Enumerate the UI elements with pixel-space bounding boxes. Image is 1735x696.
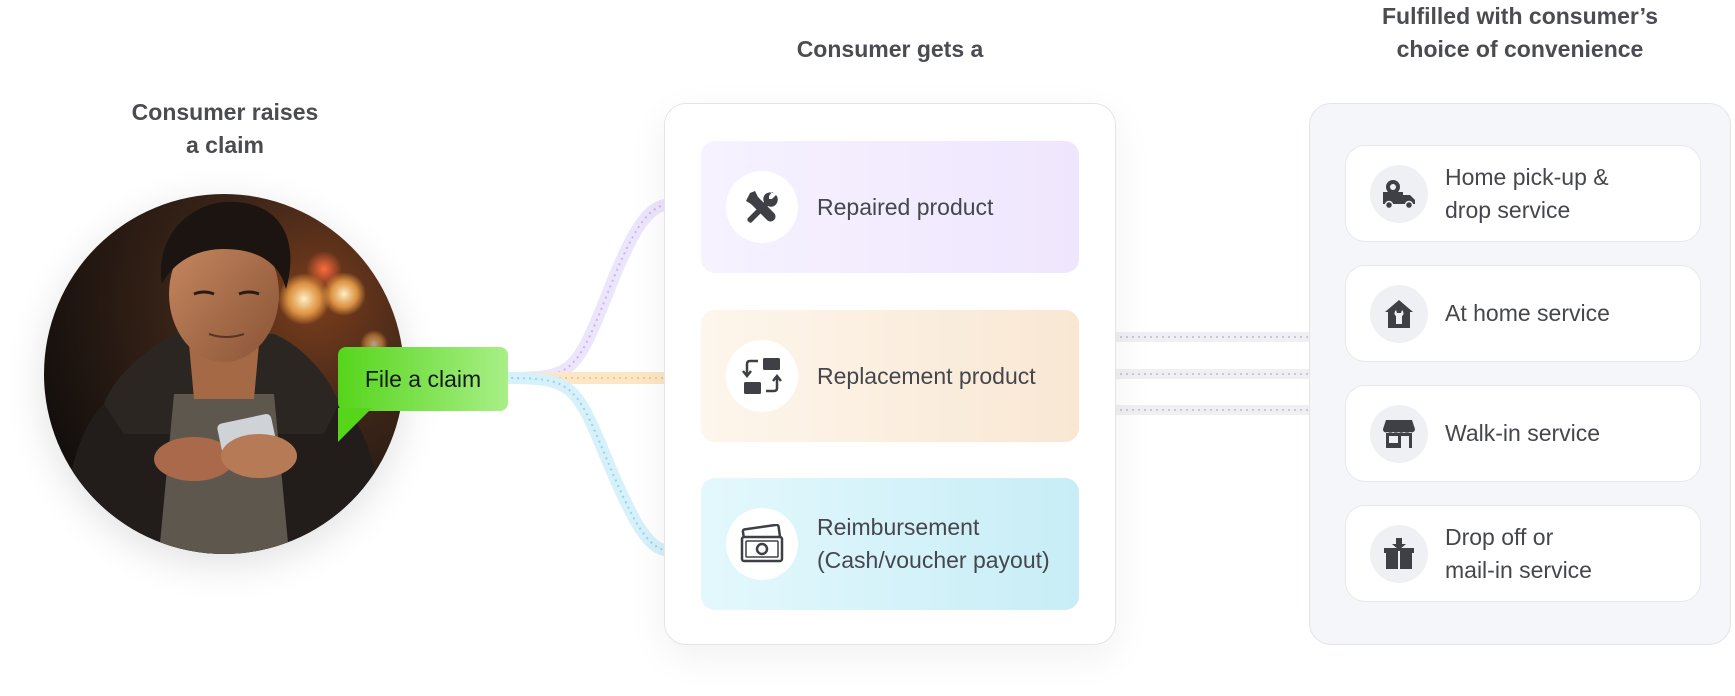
consumer-photo bbox=[44, 194, 404, 554]
outcome-panel: Repaired product Replacement product Rei bbox=[664, 103, 1116, 645]
tools-icon bbox=[726, 171, 798, 243]
outcome-repaired-product: Repaired product bbox=[701, 141, 1079, 273]
connector-repaired bbox=[499, 199, 670, 384]
fulfillment-panel: Home pick-up & drop service At home serv… bbox=[1309, 103, 1731, 645]
outcome-label: Replacement product bbox=[817, 362, 1036, 389]
bubble-tail bbox=[338, 408, 372, 442]
fulfillment-heading: Fulfilled with consumer’s choice of conv… bbox=[1381, 3, 1659, 62]
outcome-label: Repaired product bbox=[817, 193, 994, 220]
option-label: At home service bbox=[1445, 300, 1610, 326]
outcome-replacement-product: Replacement product bbox=[701, 310, 1079, 442]
option-label: Drop off or mail-in service bbox=[1445, 523, 1592, 583]
parcel-box-icon bbox=[1370, 524, 1428, 583]
connector-fulfillment bbox=[1114, 332, 1309, 415]
cash-icon bbox=[726, 508, 798, 580]
outcome-label: Reimbursement (Cash/voucher payout) bbox=[817, 514, 1050, 573]
outcome-reimbursement: Reimbursement (Cash/voucher payout) bbox=[701, 478, 1079, 610]
option-label: Walk-in service bbox=[1445, 420, 1601, 446]
option-label: Home pick-up & drop service bbox=[1445, 163, 1609, 223]
home-repair-icon bbox=[1370, 284, 1428, 343]
option-at-home-service[interactable]: At home service bbox=[1345, 265, 1701, 362]
swap-icon bbox=[726, 340, 798, 412]
connector-reimbursement bbox=[499, 372, 670, 556]
delivery-truck-icon bbox=[1370, 164, 1428, 223]
option-home-pickup-drop[interactable]: Home pick-up & drop service bbox=[1345, 145, 1701, 242]
outcome-heading: Consumer gets a bbox=[796, 36, 984, 62]
option-drop-off-mail-in[interactable]: Drop off or mail-in service bbox=[1345, 505, 1701, 602]
file-claim-button[interactable]: File a claim bbox=[338, 347, 508, 411]
option-walk-in-service[interactable]: Walk-in service bbox=[1345, 385, 1701, 482]
storefront-icon bbox=[1370, 404, 1428, 463]
claim-heading: Consumer raises a claim bbox=[131, 99, 319, 158]
